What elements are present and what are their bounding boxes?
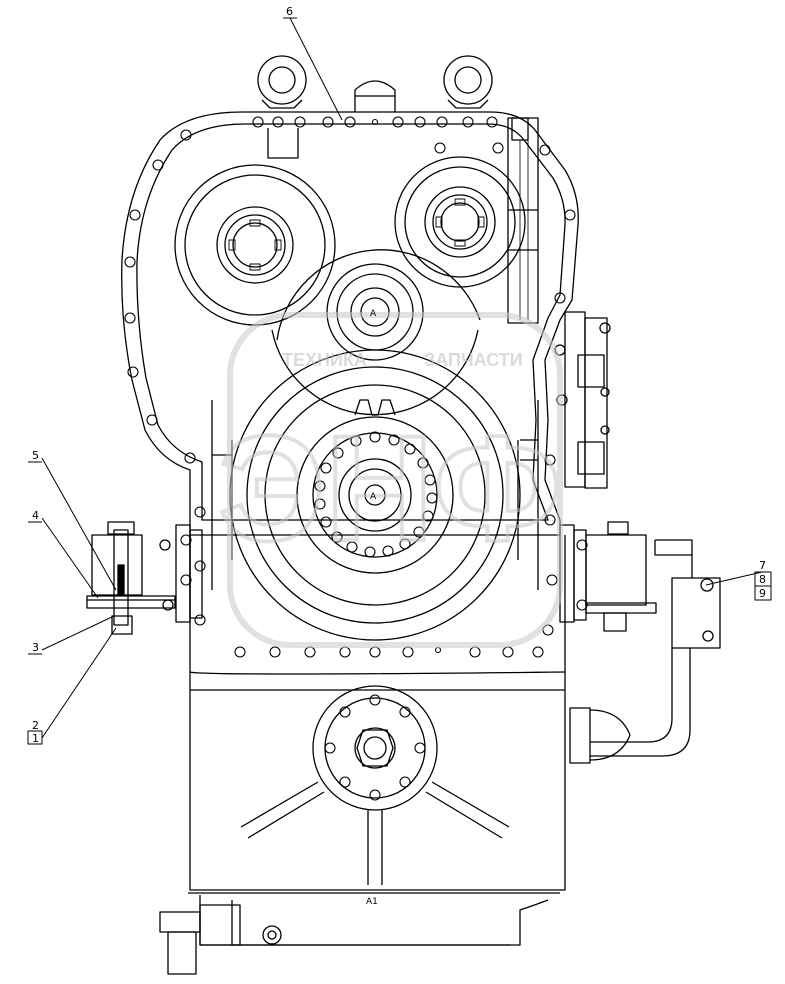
housing-flange-inner [136, 123, 566, 521]
bearing-rollers [228, 198, 485, 271]
lifting-eye-left [257, 55, 307, 109]
lower-housing [188, 535, 566, 946]
right-valve-block [554, 311, 611, 489]
watermark-logo-text: ЭНФ [218, 404, 561, 572]
gear-upper-left [174, 164, 336, 326]
watermark-line2: ЗАПЧАСТИ [424, 350, 523, 370]
gear-upper-right [394, 156, 526, 288]
shaft-mark-upper: A [370, 309, 377, 319]
watermark-logo: ТЕХНИКА ЗАПЧАСТИ ЭНФ [216, 312, 564, 648]
callout-9: 9 [759, 587, 766, 600]
left-bracket-assembly [86, 521, 176, 635]
callout-5: 5 [32, 449, 39, 462]
housing-top-recess [267, 128, 299, 159]
hub-bolt-circle [314, 431, 438, 558]
leader-lines [27, 17, 772, 745]
callout-3: 3 [32, 641, 39, 654]
callout-2: 2 [32, 719, 39, 732]
lifting-eye-right [443, 55, 493, 109]
callout-7: 7 [759, 559, 766, 572]
shaft-mark-center: A [370, 492, 377, 502]
watermark-line1: ТЕХНИКА [282, 350, 367, 370]
section-mark: A1 [366, 897, 378, 907]
flange-bolts [124, 116, 588, 658]
callout-4: 4 [32, 509, 39, 522]
dipstick-pipe [507, 117, 539, 324]
callout-1: 1 [32, 732, 39, 745]
callout-8: 8 [759, 573, 766, 586]
drain-fitting [159, 900, 510, 975]
right-cylinder-assembly [559, 521, 721, 764]
left-flange [175, 524, 203, 623]
output-flange-bolts [324, 694, 426, 801]
callout-6: 6 [286, 5, 293, 18]
upper-housing-outline [121, 111, 579, 536]
gear-large-output [211, 349, 539, 641]
breather-cap [354, 80, 396, 112]
